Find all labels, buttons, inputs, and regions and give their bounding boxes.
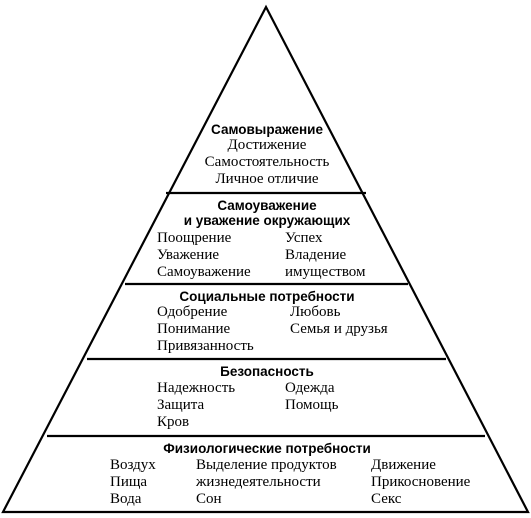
level-item: Надежность bbox=[157, 380, 236, 396]
pyramid-outline bbox=[1, 4, 530, 514]
level-title-esteem-line2: и уважение окружающих bbox=[183, 213, 351, 228]
level-item: имуществом bbox=[285, 264, 366, 280]
level-item: Владение bbox=[285, 247, 347, 263]
level-item: Пища bbox=[110, 474, 148, 490]
level-item: Одежда bbox=[285, 380, 335, 396]
level-item: Воздух bbox=[110, 457, 156, 473]
level-item: Помощь bbox=[285, 397, 339, 413]
level-item: Кров bbox=[157, 414, 190, 430]
level-item: Одобрение bbox=[157, 304, 228, 320]
level-title-safety: Безопасность bbox=[220, 364, 314, 379]
level-item: Понимание bbox=[157, 321, 231, 337]
level-item: Вода bbox=[110, 491, 142, 507]
level-item: Прикосновение bbox=[371, 474, 471, 490]
level-title-social: Социальные потребности bbox=[179, 289, 355, 304]
level-item: Защита bbox=[157, 397, 205, 413]
level-item: Сон bbox=[196, 491, 222, 507]
level-item: Любовь bbox=[290, 304, 341, 320]
level-item: Секс bbox=[371, 491, 402, 507]
level-item: Уважение bbox=[157, 247, 220, 263]
level-item: Самостоятельность bbox=[204, 154, 330, 170]
level-item: Самоуважение bbox=[157, 264, 251, 280]
level-item: Поощрение bbox=[157, 230, 232, 246]
level-title-esteem-line1: Самоуважение bbox=[217, 198, 317, 213]
level-item: Движение bbox=[371, 457, 436, 473]
level-item: Успех bbox=[285, 230, 323, 246]
level-title-physiological: Физиологические потребности bbox=[163, 441, 371, 456]
level-item: Достижение bbox=[227, 137, 307, 153]
level-title-self-actualization: Самовыражение bbox=[211, 122, 323, 137]
level-item: жизнедеятельности bbox=[196, 474, 321, 490]
level-item: Выделение продуктов bbox=[196, 457, 337, 473]
level-item: Личное отличие bbox=[215, 171, 319, 187]
level-item: Привязанность bbox=[157, 338, 254, 354]
level-item: Семья и друзья bbox=[290, 321, 388, 337]
